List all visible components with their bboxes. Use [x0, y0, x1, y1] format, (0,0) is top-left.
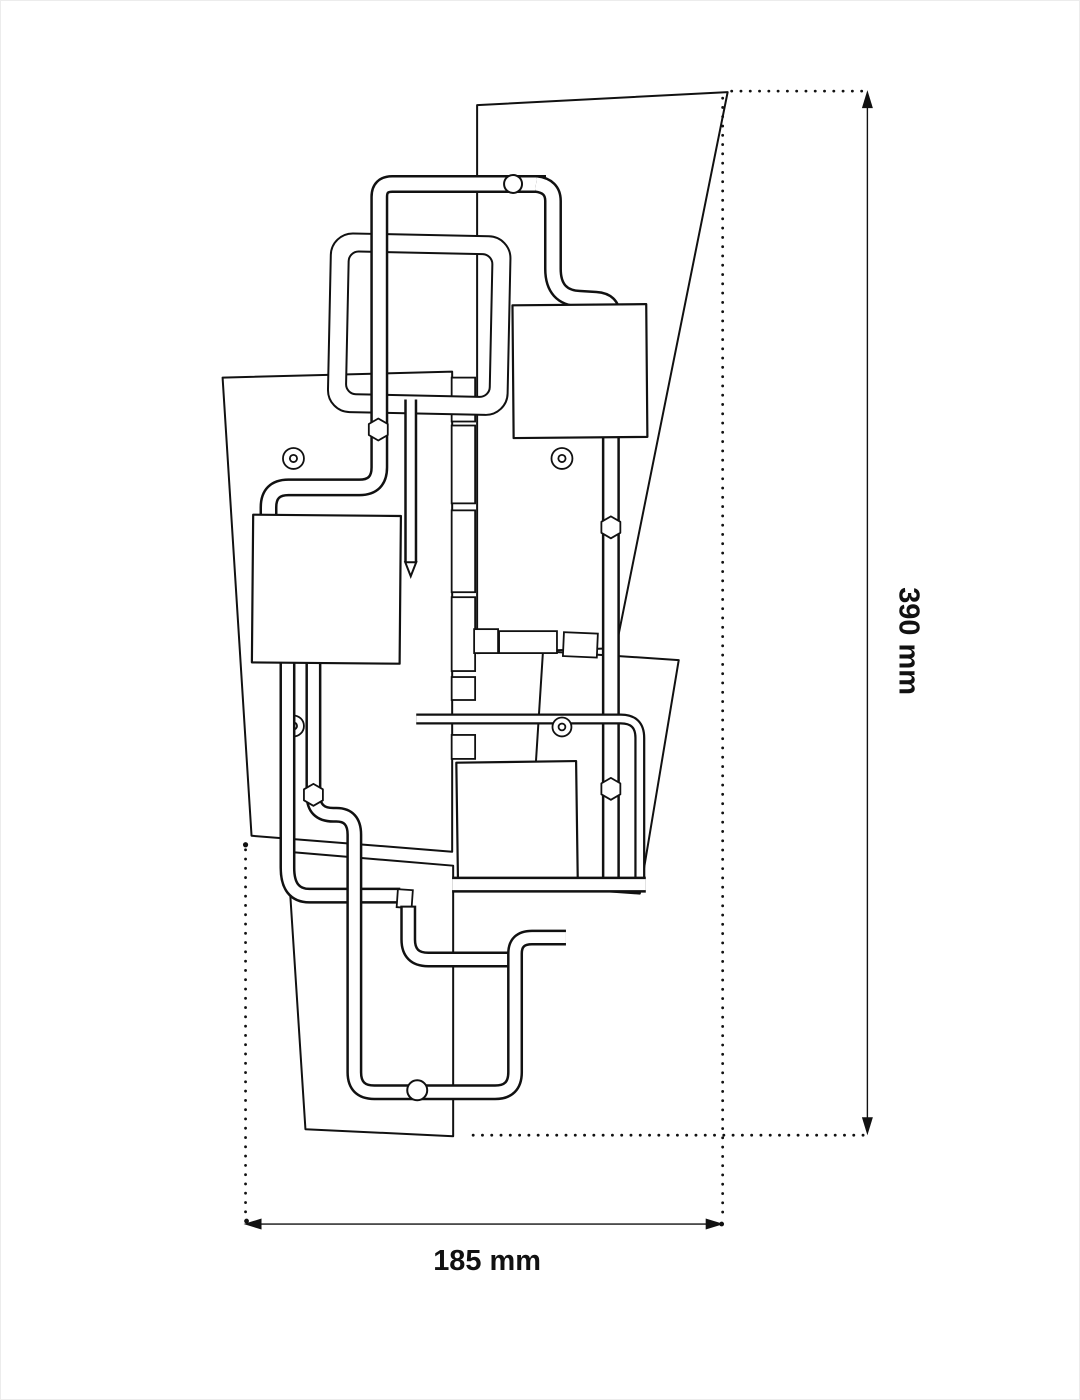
tube-fasteners	[303, 173, 622, 1102]
dimension-width: 185 mm	[243, 1218, 724, 1277]
rail-slat	[498, 630, 558, 654]
arrow-down-icon	[861, 1117, 873, 1136]
shade-bottom	[455, 759, 579, 884]
rail-branch	[473, 628, 499, 654]
rod-tip	[403, 561, 418, 579]
tube-frame	[326, 232, 512, 416]
hex-nut	[600, 776, 622, 801]
dimension-height: 390 mm	[861, 90, 924, 1136]
arrow-up-icon	[861, 90, 873, 109]
shade-mid-left	[250, 513, 402, 665]
shade-top-right	[511, 303, 649, 440]
tube-arms	[259, 174, 646, 1101]
width-label: 185 mm	[433, 1245, 541, 1277]
arrow-left-icon	[243, 1218, 262, 1230]
dimensioning: 390 mm 185 mm	[242, 89, 924, 1277]
screw	[282, 447, 305, 470]
hex-nut	[367, 417, 389, 442]
screw	[551, 716, 573, 738]
pivot-rod	[403, 397, 418, 579]
rail-slat	[561, 631, 599, 659]
tube-joint	[395, 888, 414, 910]
height-label: 390 mm	[892, 587, 924, 695]
screw	[550, 447, 574, 470]
hex-nut	[303, 782, 324, 807]
hex-nut	[600, 515, 622, 540]
bolt	[503, 173, 524, 194]
lamp-shades	[250, 303, 649, 884]
arrow-right-icon	[705, 1218, 724, 1230]
bolt	[406, 1079, 429, 1102]
